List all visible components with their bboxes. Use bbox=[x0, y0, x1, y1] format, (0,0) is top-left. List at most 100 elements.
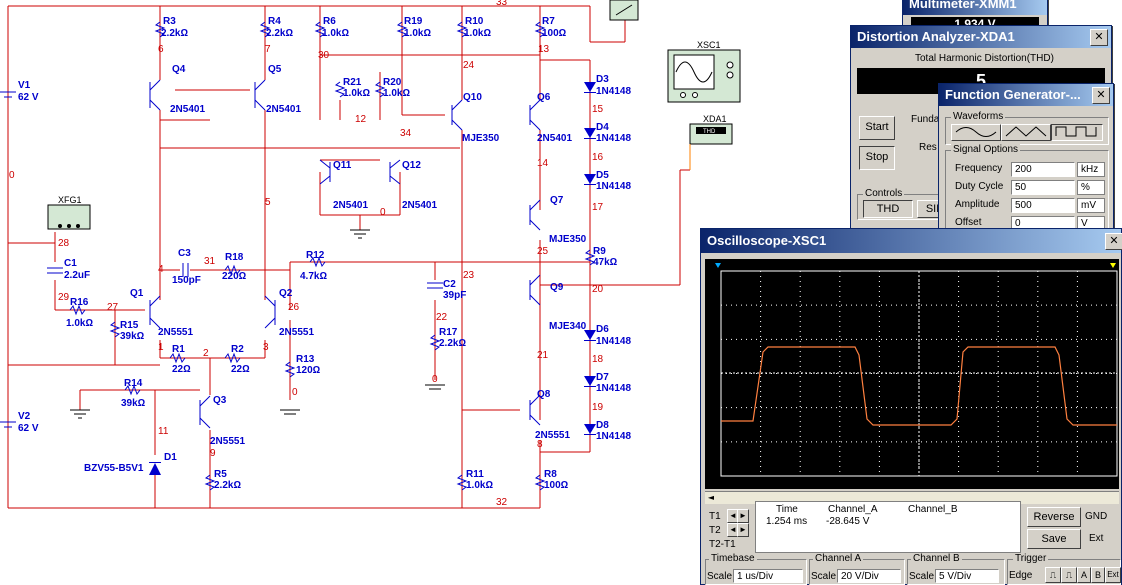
node-label: 7 bbox=[265, 44, 271, 55]
close-icon[interactable]: ✕ bbox=[1105, 233, 1122, 250]
schematic-wires bbox=[7, 5, 691, 509]
oscilloscope-title: Oscilloscope-XSC1 bbox=[707, 233, 827, 248]
component-value: MJE340 bbox=[549, 321, 587, 332]
reverse-button[interactable]: Reverse bbox=[1027, 507, 1081, 527]
offset-label: Offset bbox=[955, 217, 982, 228]
channel-b-label: Channel B bbox=[911, 553, 962, 564]
rising-edge-icon: ⎍ bbox=[1049, 570, 1057, 580]
component-value: 2.2kΩ bbox=[266, 28, 293, 39]
component-value: 1.0kΩ bbox=[466, 480, 493, 491]
component-name: R2 bbox=[231, 344, 244, 355]
distortion-analyzer-instrument[interactable]: XDA1 THD bbox=[689, 114, 733, 145]
t2-label: T2 bbox=[709, 525, 721, 536]
timebase-scale-input[interactable]: 1 us/Div bbox=[733, 569, 803, 583]
trigger-a-button[interactable]: A bbox=[1077, 567, 1091, 583]
channel-b-scale-input[interactable]: 5 V/Div bbox=[935, 569, 999, 583]
node-label-zero: 0 bbox=[380, 207, 386, 218]
node-label: 11 bbox=[158, 426, 169, 437]
node-label: 3 bbox=[263, 342, 269, 353]
duty-cycle-input[interactable]: 50 bbox=[1011, 180, 1075, 195]
duty-cycle-unit[interactable]: % bbox=[1077, 180, 1105, 195]
node-label: 17 bbox=[592, 202, 604, 213]
channel-a-scale-input[interactable]: 20 V/Div bbox=[837, 569, 901, 583]
edge-label: Edge bbox=[1009, 570, 1033, 581]
trigger-b-button[interactable]: B bbox=[1091, 567, 1105, 583]
function-generator-titlebar[interactable]: Function Generator-... bbox=[939, 84, 1113, 106]
frequency-unit[interactable]: kHz bbox=[1077, 162, 1105, 177]
component-value: 150pF bbox=[172, 275, 201, 286]
function-generator-instrument[interactable]: XFG1 bbox=[47, 195, 91, 230]
node-label: 22 bbox=[436, 312, 448, 323]
component-name: R12 bbox=[306, 250, 325, 261]
timebase-label: Timebase bbox=[709, 553, 757, 564]
fundamental-label: Funda bbox=[911, 114, 940, 125]
frequency-input[interactable]: 200 bbox=[1011, 162, 1075, 177]
component-value: 47kΩ bbox=[593, 257, 618, 268]
oscilloscope-window[interactable]: Oscilloscope-XSC1 ✕ ◄ T1 ◄ ► T2 ◄ ► T2-T… bbox=[700, 228, 1122, 585]
gnd-label: GND bbox=[1085, 511, 1108, 522]
component-name: R1 bbox=[172, 344, 185, 355]
component-value: 22Ω bbox=[172, 364, 191, 375]
component-name: R6 bbox=[323, 16, 336, 27]
t1-right-arrow-button[interactable]: ► bbox=[737, 509, 749, 523]
component-value: 2N5551 bbox=[210, 436, 245, 447]
component-name: D1 bbox=[164, 452, 177, 463]
close-icon[interactable]: ✕ bbox=[1090, 29, 1108, 46]
component-name: D3 bbox=[596, 74, 609, 85]
component-name: R5 bbox=[214, 469, 227, 480]
trigger-ext-button[interactable]: Ext bbox=[1105, 567, 1121, 583]
capacitor-symbols bbox=[47, 263, 443, 289]
oscilloscope-instrument[interactable]: XSC1 bbox=[667, 40, 741, 103]
scroll-left-arrow-icon[interactable]: ◄ bbox=[707, 493, 715, 502]
falling-edge-button[interactable]: ⎍ bbox=[1061, 567, 1077, 583]
component-name: R3 bbox=[163, 16, 176, 27]
component-value: 1N4148 bbox=[596, 181, 631, 192]
horizontal-scrollbar[interactable]: ◄ bbox=[705, 491, 1119, 504]
component-value: 1N4148 bbox=[596, 383, 631, 394]
thd-button[interactable]: THD bbox=[863, 200, 913, 218]
node-label: 20 bbox=[592, 284, 604, 295]
resolution-label: Res bbox=[919, 142, 937, 153]
node-label: 26 bbox=[288, 302, 300, 313]
function-generator-window[interactable]: Function Generator-... ✕ Waveforms Signa… bbox=[938, 83, 1114, 236]
node-label: 19 bbox=[592, 402, 604, 413]
waveforms-label: Waveforms bbox=[951, 111, 1006, 122]
multimeter-titlebar[interactable]: Multimeter-XMM1 bbox=[903, 0, 1047, 15]
component-value: 220Ω bbox=[222, 271, 247, 282]
triangle-wave-button[interactable] bbox=[1001, 124, 1051, 141]
component-value: 1N4148 bbox=[596, 133, 631, 144]
rising-edge-button[interactable]: ⎍ bbox=[1045, 567, 1061, 583]
component-value: 39kΩ bbox=[121, 398, 146, 409]
cursor-t2-marker bbox=[1110, 263, 1116, 268]
oscilloscope-screen bbox=[705, 259, 1119, 489]
battery-symbols bbox=[0, 91, 16, 428]
component-value: MJE350 bbox=[549, 234, 587, 245]
start-button[interactable]: Start bbox=[859, 116, 895, 140]
component-value: 62 V bbox=[18, 92, 39, 103]
t2-right-arrow-button[interactable]: ► bbox=[737, 523, 749, 537]
sine-wave-button[interactable] bbox=[951, 124, 1001, 141]
component-name: R9 bbox=[593, 246, 606, 257]
save-button[interactable]: Save bbox=[1027, 529, 1081, 549]
component-name: D8 bbox=[596, 420, 609, 431]
node-label: 2 bbox=[203, 348, 209, 359]
component-name: C1 bbox=[64, 258, 77, 269]
component-name: R13 bbox=[296, 354, 315, 365]
component-name: R15 bbox=[120, 320, 139, 331]
triangle-wave-icon bbox=[1005, 126, 1047, 137]
node-label: 9 bbox=[210, 448, 216, 459]
amplitude-unit[interactable]: mV bbox=[1077, 198, 1105, 213]
stop-button[interactable]: Stop bbox=[859, 146, 895, 170]
square-wave-button[interactable] bbox=[1051, 124, 1103, 141]
channel-b-scale-label: Scale bbox=[909, 571, 935, 582]
distortion-titlebar[interactable]: Distortion Analyzer-XDA1 bbox=[851, 26, 1111, 48]
component-name: R8 bbox=[544, 469, 557, 480]
close-icon[interactable]: ✕ bbox=[1092, 87, 1110, 104]
frequency-label: Frequency bbox=[955, 163, 1003, 174]
multimeter-instrument[interactable] bbox=[609, 0, 639, 21]
component-value: 100Ω bbox=[544, 480, 569, 491]
amplitude-input[interactable]: 500 bbox=[1011, 198, 1075, 213]
oscilloscope-titlebar[interactable]: Oscilloscope-XSC1 bbox=[701, 229, 1121, 253]
cursor-t1-marker bbox=[715, 263, 721, 268]
component-name: R7 bbox=[542, 16, 555, 27]
